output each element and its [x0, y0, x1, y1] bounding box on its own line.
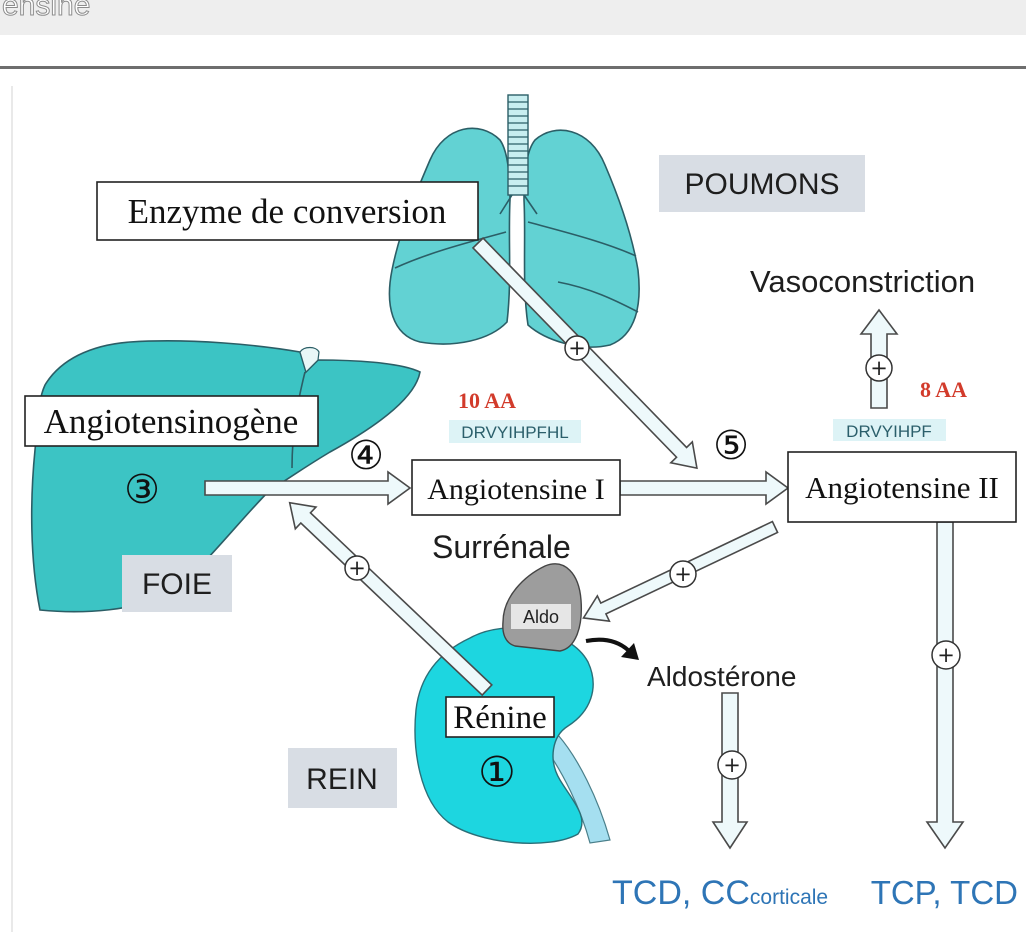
ang2-sequence-bg	[833, 419, 946, 441]
ang1-sequence-bg	[449, 420, 581, 443]
angiotensin-2-box	[787, 451, 1017, 523]
aldosterone-target-main: TCD, CC	[612, 874, 750, 912]
step-renin: ①	[478, 748, 516, 797]
vasoconstriction-label: Vasoconstriction	[750, 264, 975, 299]
liver-label-box	[122, 555, 232, 612]
aldo-label-bg	[511, 604, 571, 629]
liver-label: FOIE	[142, 568, 212, 601]
kidney-label-box	[288, 748, 397, 808]
enzyme-label: Enzyme de conversion	[128, 192, 447, 231]
svg-text:+: +	[870, 356, 888, 380]
stimulation-marker: +	[931, 640, 961, 670]
svg-text:+: +	[723, 753, 741, 777]
ureter	[547, 733, 611, 844]
lungs-label-box	[659, 155, 865, 212]
gallbladder	[299, 346, 320, 374]
stimulation-marker: +	[669, 560, 697, 588]
header-divider	[0, 66, 1026, 69]
lungs-label: POUMONS	[684, 168, 839, 201]
ang2-target: TCP, TCD	[871, 874, 1018, 911]
trachea-rings	[508, 101, 528, 187]
bronchi	[499, 194, 538, 215]
aldo-label: Aldo	[523, 607, 559, 627]
ang2-length: 8 AA	[920, 377, 967, 402]
enzyme-box	[96, 181, 479, 241]
trachea	[507, 94, 529, 196]
angiotensinogen-box	[24, 395, 319, 447]
angiotensin-1-label: Angiotensine I	[427, 473, 604, 506]
svg-text:+: +	[348, 556, 366, 580]
svg-text:+: +	[937, 643, 955, 667]
stimulation-marker: +	[717, 750, 747, 780]
arrow-angiotensinogen-to-ang1	[204, 470, 412, 506]
ang1-sequence: DRVYIHPFHL	[461, 423, 568, 442]
stimulation-marker: +	[865, 354, 893, 382]
aldosterone-target: TCD, CCcorticale	[612, 874, 828, 912]
renin-label: Rénine	[453, 700, 546, 736]
svg-text:+: +	[568, 336, 586, 360]
stimulation-marker: +	[564, 335, 590, 361]
kidney-label: REIN	[306, 763, 378, 796]
angiotensin-2-label: Angiotensine II	[805, 470, 999, 505]
arrow-aldo-secretion	[585, 637, 630, 652]
ang1-length: 10 AA	[458, 388, 516, 413]
svg-text:+: +	[674, 562, 692, 586]
adrenal-label: Surrénale	[432, 529, 571, 565]
arrow-renin-to-liver	[288, 501, 493, 697]
arrow-ang1-to-ang2	[619, 470, 790, 506]
header-title: ensine	[2, 0, 90, 22]
step-liver: ③	[124, 467, 160, 513]
step-conversion-1: ④	[348, 433, 384, 479]
header-bar	[0, 0, 1026, 35]
arrow-aldo-secretion-head	[621, 643, 639, 660]
right-lung	[523, 129, 640, 348]
aldosterone-label: Aldostérone	[647, 661, 796, 692]
step-conversion-2: ⑤	[713, 423, 749, 469]
adrenal-gland: Aldo	[502, 563, 583, 652]
lung-lobe-lines	[394, 221, 639, 313]
arrow-ang2-to-tcp-tcd	[925, 521, 965, 850]
stimulation-marker: +	[344, 555, 370, 581]
aldosterone-target-sub: corticale	[750, 886, 828, 909]
ang2-sequence: DRVYIHPF	[846, 422, 932, 441]
renin-box	[445, 696, 555, 738]
angiotensinogen-label: Angiotensinogène	[44, 402, 299, 441]
angiotensin-1-box	[411, 459, 621, 516]
